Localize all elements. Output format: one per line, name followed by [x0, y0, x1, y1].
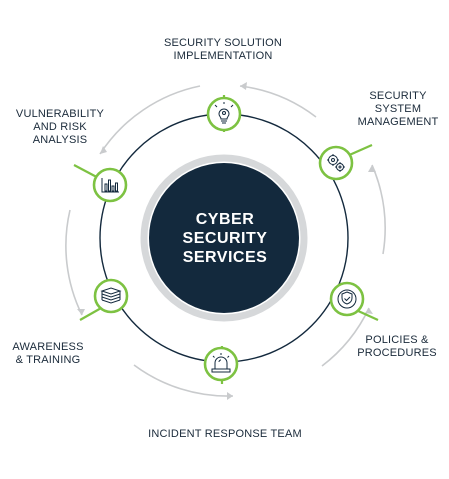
- arc-1: [239, 85, 317, 118]
- label-vulnerability-line-3: ANALYSIS: [32, 134, 88, 146]
- label-awareness-line-1: AWARENESS: [12, 341, 84, 353]
- bar-chart-icon: [101, 178, 119, 193]
- label-vulnerability-line-2: AND RISK: [33, 121, 87, 133]
- label-awareness-line-2: & TRAINING: [15, 354, 81, 366]
- label-incident-response-team: INCIDENT RESPONSE TEAM: [120, 428, 330, 441]
- center-circle: [149, 163, 299, 313]
- center-title-line-2: SECURITY: [182, 230, 268, 247]
- label-vulnerability-line-1: VULNERABILITY: [15, 108, 105, 120]
- alarm-siren-icon: [211, 353, 231, 373]
- label-management-line-3: MANAGEMENT: [357, 116, 439, 128]
- label-incident-line-1: INCIDENT RESPONSE TEAM: [148, 428, 302, 440]
- books-stack-icon: [100, 287, 122, 304]
- label-security-system-management: SECURITY SYSTEM MANAGEMENT: [348, 90, 448, 129]
- center-title-line-1: CYBER: [195, 211, 255, 228]
- lightbulb-gear-icon: [214, 102, 234, 124]
- label-awareness-training: AWARENESS & TRAINING: [8, 341, 88, 367]
- arc-4: [133, 364, 234, 397]
- arc-6: [99, 85, 201, 155]
- label-security-solution-implementation: SECURITY SOLUTION IMPLEMENTATION: [152, 37, 294, 63]
- node-awareness: [93, 278, 129, 314]
- arrowhead-6: [100, 146, 107, 154]
- label-policies-line-1: POLICIES &: [365, 334, 429, 346]
- label-implementation-line-1: SECURITY SOLUTION: [163, 37, 283, 49]
- arrowhead-2: [368, 165, 376, 172]
- node-incident: [203, 346, 239, 382]
- label-policies-procedures: POLICIES & PROCEDURES: [352, 334, 442, 360]
- arrowhead-3: [365, 308, 373, 314]
- center-title-line-3: SERVICES: [182, 249, 268, 266]
- shield-check-icon: [337, 289, 357, 309]
- label-management-line-1: SECURITY: [369, 90, 427, 102]
- label-implementation-line-2: IMPLEMENTATION: [173, 50, 273, 62]
- node-policies: [329, 281, 365, 317]
- arrowhead-4: [227, 392, 233, 400]
- gears-icon: [327, 154, 345, 172]
- arc-2: [371, 164, 386, 255]
- label-management-line-2: SYSTEM: [374, 103, 422, 115]
- arrowhead-1: [240, 82, 247, 90]
- label-vulnerability-risk-analysis: VULNERABILITY AND RISK ANALYSIS: [10, 108, 110, 147]
- arc-5: [65, 209, 83, 316]
- center-title: CYBER SECURITY SERVICES: [150, 210, 300, 267]
- arrowhead-5: [77, 309, 85, 315]
- outer-cycle-arrowheads: [77, 82, 376, 400]
- label-policies-line-2: PROCEDURES: [357, 347, 437, 359]
